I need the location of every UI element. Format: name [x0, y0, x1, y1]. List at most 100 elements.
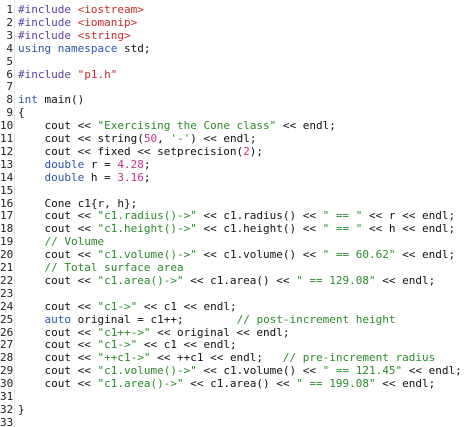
code-line[interactable]: 21 // Total surface area — [0, 261, 474, 274]
code-line[interactable]: 18 cout << "c1.height()->" << c1.height(… — [0, 222, 474, 235]
code-token: cout << — [18, 209, 98, 223]
code-token: #include — [18, 67, 71, 81]
code-token: <string> — [77, 28, 131, 42]
line-number: 1 — [6, 3, 13, 16]
code-line[interactable]: 28 cout << "++c1->" << ++c1 << endl; // … — [0, 351, 474, 364]
code-token: cout << — [18, 273, 98, 287]
line-number: 17 — [0, 209, 14, 223]
code-text: cout << "c1.height()->" << c1.height() <… — [18, 222, 455, 235]
code-token: // Volume — [44, 235, 105, 249]
code-text: int main() — [18, 93, 84, 106]
code-token: "c1.height()->" — [97, 222, 197, 236]
code-token: double — [44, 157, 85, 171]
code-token: cout << — [18, 377, 98, 391]
line-number-gutter — [0, 0, 14, 427]
line-number: 19 — [0, 235, 14, 249]
line-number: 13 — [0, 157, 14, 171]
code-line[interactable]: 9{ — [0, 106, 474, 119]
code-token: 50 — [143, 132, 158, 145]
code-token: "c1.volume()->" — [97, 364, 197, 378]
code-token: << endl; — [375, 377, 436, 391]
code-text: cout << "c1.area()->" << c1.area() << " … — [18, 274, 435, 287]
code-line[interactable]: 15 — [0, 184, 474, 197]
code-token: h = — [84, 170, 118, 184]
code-token: << ++c1 << endl; — [150, 351, 283, 365]
code-token: << endl; — [375, 273, 436, 287]
code-line[interactable]: 33 — [0, 416, 474, 427]
code-token: << c1.area() << — [183, 273, 297, 287]
code-line[interactable]: 1#include <iostream> — [0, 3, 474, 16]
code-text: Cone c1{r, h}; — [18, 197, 137, 210]
code-line[interactable]: 6#include "p1.h" — [0, 68, 474, 81]
code-token: } — [18, 402, 25, 416]
gutter-divider — [14, 0, 15, 427]
code-token: 4.28 — [117, 157, 144, 171]
code-token: << r << endl; — [362, 209, 456, 223]
code-line[interactable]: 23 — [0, 287, 474, 300]
code-token: int — [18, 93, 38, 107]
code-line[interactable]: 13 double r = 4.28; — [0, 158, 474, 171]
line-number: 8 — [6, 93, 13, 107]
code-token: cout << — [18, 299, 98, 313]
code-token: << endl; — [395, 248, 456, 262]
code-line[interactable]: 5 — [0, 55, 474, 68]
code-line[interactable]: 22 cout << "c1.area()->" << c1.area() <<… — [0, 274, 474, 287]
line-number: 20 — [0, 248, 14, 262]
code-line[interactable]: 8 int main() — [0, 93, 474, 106]
line-number: 11 — [0, 132, 14, 145]
code-token: "p1.h" — [77, 67, 118, 81]
code-line[interactable]: 26 cout << "c1++->" << original << endl; — [0, 326, 474, 339]
code-text: cout << string(50, '-') << endl; — [18, 132, 256, 145]
code-line[interactable]: 30 cout << "c1.area()->" << c1.area() <<… — [0, 377, 474, 390]
code-text: using namespace std; — [18, 42, 150, 55]
line-number: 16 — [0, 196, 14, 210]
line-number: 7 — [6, 80, 13, 94]
code-line[interactable]: 12 cout << fixed << setprecision(2); — [0, 145, 474, 158]
code-token: original = c1++; — [71, 312, 237, 326]
code-text: cout << "c1->" << c1 << endl; — [18, 299, 236, 313]
code-text: #include "p1.h" — [18, 68, 117, 81]
code-line[interactable]: 24 cout << "c1->" << c1 << endl; — [0, 300, 474, 313]
code-token: cout << — [18, 325, 98, 339]
code-line[interactable]: 7 — [0, 80, 474, 93]
code-line[interactable]: 14 double h = 3.16; — [0, 171, 474, 184]
code-line[interactable]: 20 cout << "c1.volume()->" << c1.volume(… — [0, 248, 474, 261]
code-token: ); — [249, 144, 264, 158]
code-token: "c1->" — [97, 299, 138, 313]
code-token: "c1->" — [97, 338, 138, 352]
code-line[interactable]: 3#include <string> — [0, 29, 474, 42]
code-line[interactable]: 32} — [0, 403, 474, 416]
line-number: 30 — [0, 377, 14, 391]
code-line[interactable]: 19 // Volume — [0, 235, 474, 248]
code-line[interactable]: 16 Cone c1{r, h}; — [0, 197, 474, 210]
code-token: , — [157, 132, 171, 145]
code-text: cout << "Exercising the Cone class" << e… — [18, 119, 335, 133]
code-line[interactable]: 2#include <iomanip> — [0, 16, 474, 29]
code-text: } — [18, 403, 25, 416]
code-token: Cone c1{r, h}; — [18, 196, 138, 210]
line-number: 5 — [6, 54, 13, 68]
code-token — [18, 235, 45, 248]
line-number: 28 — [0, 351, 14, 365]
code-token: ; — [143, 157, 151, 171]
code-line[interactable]: 10 cout << "Exercising the Cone class" <… — [0, 119, 474, 132]
line-number: 15 — [0, 183, 14, 197]
code-text: double r = 4.28; — [18, 158, 151, 171]
code-line[interactable]: 11 cout << string(50, '-') << endl; — [0, 132, 474, 145]
code-line[interactable]: 25 auto original = c1++; // post-increme… — [0, 313, 474, 326]
code-text: cout << "c1.area()->" << c1.area() << " … — [18, 377, 435, 390]
code-token: << h << endl; — [362, 222, 456, 236]
code-line[interactable]: 27 cout << "c1->" << c1 << endl; — [0, 338, 474, 351]
code-token: cout << — [18, 119, 98, 133]
code-token: " == 129.08" — [296, 273, 376, 287]
code-token: using namespace — [18, 41, 118, 55]
code-line[interactable]: 31 — [0, 390, 474, 403]
code-token: <iomanip> — [77, 15, 138, 29]
code-token: " == 199.08" — [296, 377, 376, 391]
code-line[interactable]: 17 cout << "c1.radius()->" << c1.radius(… — [0, 209, 474, 222]
code-line[interactable]: 29 cout << "c1.volume()->" << c1.volume(… — [0, 364, 474, 377]
code-token: main() — [37, 93, 85, 107]
line-number: 14 — [0, 170, 14, 184]
